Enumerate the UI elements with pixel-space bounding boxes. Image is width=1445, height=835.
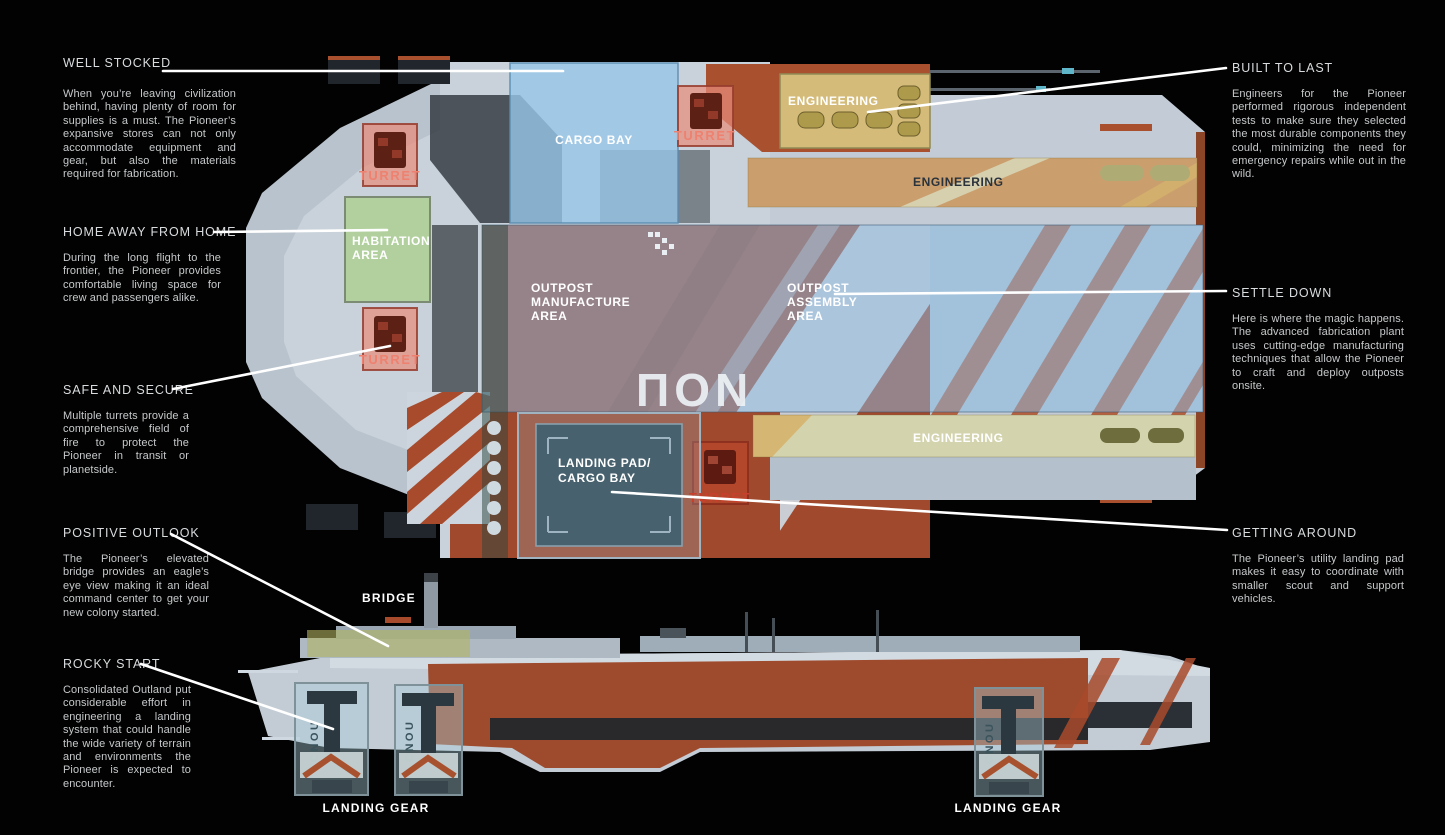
zone-turret-3 — [362, 307, 418, 371]
engineering-machinery — [797, 85, 921, 137]
zone-cargo-bay — [509, 62, 679, 224]
annotation-positive-outlook: POSITIVE OUTLOOK — [63, 526, 213, 540]
pixel-decor — [648, 232, 674, 255]
callout-line-settle-down — [833, 289, 1228, 296]
annotation-heading: HOME AWAY FROM HOME — [63, 225, 237, 239]
label-landing-pad: LANDING PAD/ CARGO BAY — [558, 454, 655, 485]
label-cargo-bay: CARGO BAY — [555, 133, 633, 147]
annotation-heading: SETTLE DOWN — [1232, 286, 1333, 300]
annotation-body: During the long flight to the frontier, … — [63, 252, 221, 305]
annotation-well-stocked: WELL STOCKED — [63, 56, 236, 70]
band-lower-details — [1100, 428, 1184, 443]
callout-line-rocky-start — [139, 662, 335, 731]
label-outpost-assembly-line2: ASSEMBLY — [787, 295, 857, 309]
label-landing-gear-left: LANDING GEAR — [322, 801, 429, 815]
callout-line-positive-outlook — [169, 532, 390, 648]
annotation-positive-outlook-body: The Pioneer’s elevated bridge provides a… — [63, 553, 209, 620]
label-turret-2: TURRET — [674, 128, 736, 143]
label-outpost-assembly-line3: AREA — [787, 309, 823, 323]
annotation-home-away-body: During the long flight to the frontier, … — [63, 252, 221, 306]
annotation-body: Engineers for the Pioneer performed rigo… — [1232, 88, 1406, 181]
label-outpost-manufacture-line1: OUTPOST — [531, 281, 593, 295]
callout-line-getting-around — [610, 490, 1229, 532]
label-turret-1: TURRET — [359, 168, 421, 183]
label-landing-gear-right: LANDING GEAR — [954, 801, 1061, 815]
annotation-getting-around: GETTING AROUND — [1232, 526, 1406, 540]
hull-marking-text: ΠON — [636, 364, 753, 416]
zone-landing-gear-2: CNOU — [394, 684, 463, 796]
gear-marking-2: CNOU — [404, 720, 416, 762]
zone-engineering-upper — [747, 157, 1198, 208]
zone-landing-pad — [517, 412, 701, 559]
annotation-body: Consolidated Outland put considerable ef… — [63, 684, 191, 790]
gear-marking-1: CNOU — [309, 720, 321, 762]
annotation-heading: WELL STOCKED — [63, 56, 172, 70]
annotation-home-away: HOME AWAY FROM HOME — [63, 225, 236, 239]
annotation-heading: POSITIVE OUTLOOK — [63, 526, 200, 540]
label-engineering-box: ENGINEERING — [788, 94, 879, 108]
edge-circles — [487, 421, 501, 535]
callout-line-safe-secure — [171, 344, 392, 391]
annotation-body: Here is where the magic happens. The adv… — [1232, 313, 1404, 393]
zone-turret-4 — [692, 441, 749, 505]
annotation-safe-secure: SAFE AND SECURE — [63, 383, 213, 397]
annotation-settle-down-body: Here is where the magic happens. The adv… — [1232, 313, 1404, 393]
label-landing-pad-line2: CARGO BAY — [558, 471, 636, 485]
annotation-heading: SAFE AND SECURE — [63, 383, 194, 397]
zone-turret-1 — [362, 123, 418, 187]
zone-outpost — [481, 224, 1204, 413]
label-engineering-upper: ENGINEERING — [913, 175, 1004, 189]
annotation-built-to-last: BUILT TO LAST — [1232, 61, 1406, 75]
annotation-rocky-start: ROCKY START — [63, 657, 213, 671]
label-habitation-line1: HABITATION — [352, 234, 430, 248]
annotation-body: Multiple turrets provide a comprehensive… — [63, 410, 189, 476]
annotation-settle-down: SETTLE DOWN — [1232, 286, 1406, 300]
annotation-rocky-start-body: Consolidated Outland put considerable ef… — [63, 684, 191, 791]
callout-line-built-to-last — [866, 66, 1228, 114]
label-outpost-assembly-line1: OUTPOST — [787, 281, 849, 295]
label-outpost-manufacture-line3: AREA — [531, 309, 567, 323]
ship-side-view: CNOU CNOU CNOU — [238, 573, 1210, 815]
label-turret-3: TURRET — [359, 352, 421, 367]
label-outpost-manufacture: OUTPOST MANUFACTURE AREA — [531, 279, 635, 323]
label-habitation-line2: AREA — [352, 248, 388, 262]
annotation-heading: BUILT TO LAST — [1232, 61, 1334, 75]
callout-lines — [139, 66, 1229, 731]
zone-habitation — [344, 196, 431, 303]
antenna-masts — [930, 68, 1100, 92]
label-outpost-assembly: OUTPOST ASSEMBLY AREA — [787, 279, 862, 323]
annotation-well-stocked-body: When you’re leaving civilization behind,… — [63, 88, 236, 182]
annotation-body: When you’re leaving civilization behind,… — [63, 88, 236, 181]
zone-turret-2 — [677, 85, 734, 147]
label-engineering-lower: ENGINEERING — [913, 431, 1004, 445]
annotation-heading: GETTING AROUND — [1232, 526, 1358, 540]
annotation-built-to-last-body: Engineers for the Pioneer performed rigo… — [1232, 88, 1406, 182]
annotation-getting-around-body: The Pioneer’s utility landing pad makes … — [1232, 553, 1404, 607]
label-bridge: BRIDGE — [362, 591, 416, 605]
hazard-stripes — [407, 392, 490, 524]
label-landing-pad-line1: LANDING PAD/ — [558, 456, 651, 470]
side-deck-structures — [238, 610, 1080, 740]
zone-bridge — [307, 630, 470, 657]
label-habitation: HABITATION AREA — [352, 232, 435, 262]
callout-line-home-away — [212, 228, 389, 234]
label-outpost-manufacture-line2: MANUFACTURE — [531, 295, 630, 309]
annotation-body: The Pioneer’s elevated bridge provides a… — [63, 553, 209, 619]
gear-marking-3: CNOU — [984, 722, 996, 764]
zone-landing-gear-3: CNOU — [974, 687, 1044, 797]
annotation-heading: ROCKY START — [63, 657, 161, 671]
annotation-safe-secure-body: Multiple turrets provide a comprehensive… — [63, 410, 189, 477]
annotation-body: The Pioneer’s utility landing pad makes … — [1232, 553, 1404, 606]
ship-top-view: ΠON CARGO BAY TURRET TURRET TURRET TURRE… — [246, 56, 1205, 559]
zone-landing-gear-1: CNOU — [294, 682, 369, 796]
